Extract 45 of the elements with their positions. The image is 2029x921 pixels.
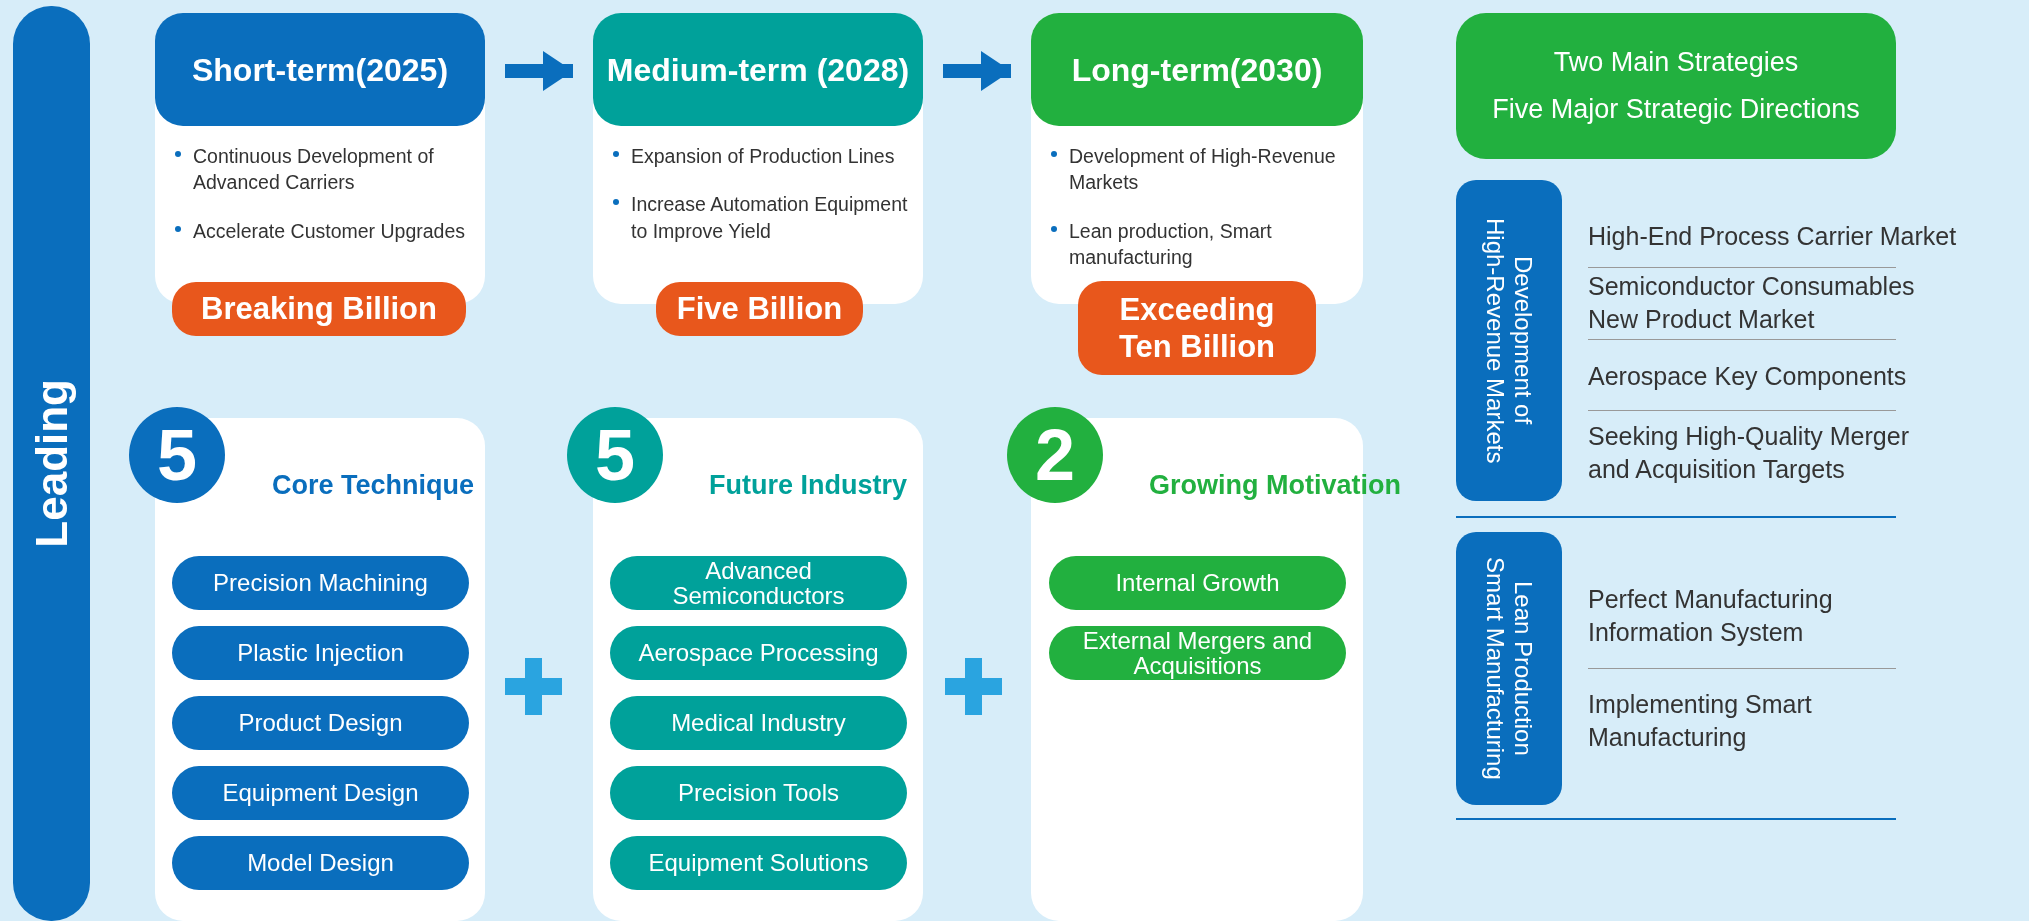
item-pill: Equipment Solutions — [610, 836, 907, 890]
bullet-text: Continuous Development of Advanced Carriers — [173, 143, 477, 196]
category-card — [593, 418, 923, 921]
side-label: Leading — [26, 379, 77, 548]
card-title: Growing Motivation — [1149, 470, 1401, 501]
bullet-text: Development of High-Revenue Markets — [1049, 143, 1355, 196]
item-pill: Medical Industry — [610, 696, 907, 750]
item-pill: Aerospace Processing — [610, 626, 907, 680]
list-item: Aerospace Key Components — [1588, 361, 1908, 392]
card-title: Future Industry — [709, 470, 907, 501]
card-header: Medium-term (2028) — [593, 13, 923, 126]
category-card — [155, 418, 485, 921]
list-item: Semiconductor Consumables New Product Market — [1588, 271, 1916, 335]
item-pill: Precision Tools — [610, 766, 907, 820]
item-pill: Model Design — [172, 836, 469, 890]
list-item: Seeking High-Quality Merger and Acquisition Targets — [1588, 421, 1910, 485]
strategy-text: Two Main Strategies — [1553, 47, 1799, 78]
side-bar — [13, 6, 90, 921]
bullet-text: Lean production, Smart manufacturing — [1049, 217, 1355, 271]
list-item: Perfect Manufacturing Information System — [1588, 584, 1834, 648]
list-item: Implementing Smart Manufacturing — [1588, 689, 1813, 753]
number-circle: 5 — [129, 407, 225, 503]
list-item: High-End Process Carrier Market — [1588, 221, 1958, 252]
number-circle: 2 — [1007, 407, 1103, 503]
item-pill: Advanced Semiconductors — [610, 556, 907, 610]
target-badge: Five Billion — [656, 282, 863, 336]
target-badge: Exceeding Ten Billion — [1078, 281, 1316, 375]
card-header: Long-term(2030) — [1031, 13, 1363, 126]
bullet-text: Increase Automation Equipment to Improve Yield — [611, 191, 915, 244]
bullet-text: Expansion of Production Lines — [611, 143, 915, 170]
card-title: Core Technique — [272, 470, 475, 501]
bullet-text: Accelerate Customer Upgrades — [173, 217, 477, 244]
item-pill: Equipment Design — [172, 766, 469, 820]
arrow — [505, 51, 573, 91]
target-badge: Breaking Billion — [172, 282, 466, 336]
item-pill: External Mergers and Acquisitions — [1049, 626, 1346, 680]
strategy-box — [1456, 13, 1896, 159]
item-pill: Internal Growth — [1049, 556, 1346, 610]
item-pill: Product Design — [172, 696, 469, 750]
arrow — [943, 51, 1011, 91]
strategy-text: Five Major Strategic Directions — [1492, 94, 1860, 125]
card-header: Short-term(2025) — [155, 13, 485, 126]
item-pill: Plastic Injection — [172, 626, 469, 680]
number-circle: 5 — [567, 407, 663, 503]
item-pill: Precision Machining — [172, 556, 469, 610]
